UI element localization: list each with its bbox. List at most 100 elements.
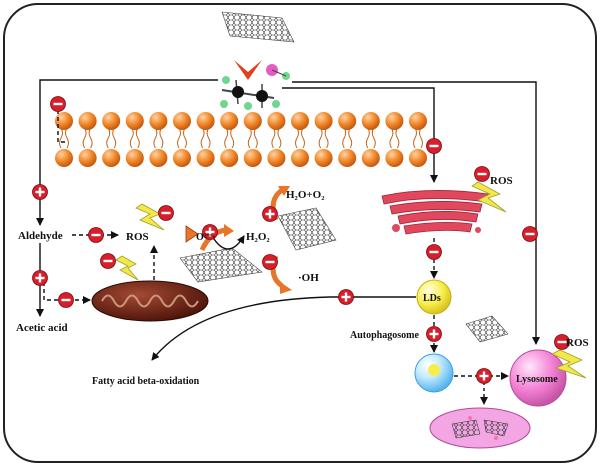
lipid-head: [55, 149, 73, 167]
lipid-tail: [365, 127, 370, 149]
lipid-tail: [159, 127, 164, 149]
lipid-tail: [324, 127, 329, 149]
promote-icon: [476, 368, 492, 384]
receptor-complex: [220, 60, 290, 110]
lipid-head: [267, 112, 286, 130]
lipid-tail: [371, 127, 376, 149]
lipid-head: [220, 112, 239, 130]
promote-icon: [32, 270, 48, 286]
label-superoxide: O²⁻·: [196, 232, 215, 243]
graphene-sheet-right: [277, 207, 337, 251]
lipid-tail: [395, 127, 400, 149]
lipid-head: [338, 112, 357, 130]
lipid-head: [291, 112, 309, 130]
lipid-tail: [277, 127, 282, 149]
lipid-head: [314, 149, 333, 167]
lipid-tail: [419, 127, 423, 149]
lipid-tail: [295, 127, 299, 149]
lightning-icon-lysosome: [551, 349, 587, 379]
label-ros-golgi: ROS: [490, 175, 513, 187]
lipid-head: [149, 112, 168, 130]
arrow-o2-h2o2: [211, 235, 245, 250]
promote-icon: [32, 184, 48, 200]
lipid-head: [220, 149, 239, 167]
lipid-head: [102, 149, 121, 167]
lipid-tail: [318, 127, 323, 149]
inhibit-icon: [50, 96, 66, 112]
lipid-head: [125, 112, 144, 130]
lipid-head: [173, 112, 191, 130]
promote-icon: [338, 289, 354, 305]
lipid-head: [385, 112, 404, 130]
lipid-head: [196, 112, 215, 130]
lightning-icon-mito: [115, 255, 139, 281]
inhibit-icon: [158, 205, 174, 221]
lipid-head: [291, 149, 309, 167]
lipid-tail: [65, 127, 69, 149]
arrow-to-lysosome: [292, 81, 540, 345]
regulation-markers: [32, 96, 570, 384]
lipid-head: [409, 149, 427, 167]
promote-icon: [202, 224, 218, 240]
lipid-tail: [112, 127, 117, 149]
lipid-head: [361, 112, 380, 130]
lipid-tail: [224, 127, 229, 149]
label-autophagosome: Autophagosome: [350, 330, 419, 341]
graphene-in-autolysosome: [451, 416, 509, 440]
promote-icon: [262, 206, 278, 222]
graphene-sheet-center: [179, 247, 263, 283]
lipid-tail: [183, 127, 187, 149]
lipid-head: [102, 112, 121, 130]
inhibit-icon: [58, 292, 74, 308]
lipid-tail: [413, 127, 417, 149]
label-fatty-acid: Fatty acid beta-oxidation: [92, 376, 200, 387]
lipid-tail: [135, 127, 140, 149]
lipid-tail: [106, 127, 111, 149]
lipid-head: [314, 112, 333, 130]
lipid-tail: [88, 127, 93, 149]
lipid-tail: [301, 127, 305, 149]
label-acetic-acid: Acetic acid: [16, 322, 68, 334]
lysosome: [509, 349, 567, 407]
inhibit-icon: [554, 334, 570, 350]
label-ros-center: ROS: [126, 231, 149, 243]
inhibit-icon: [474, 166, 490, 182]
autolysosome: [429, 407, 531, 449]
lipid-head: [243, 149, 262, 167]
lipid-tail: [177, 127, 181, 149]
lightning-icon-golgi: [471, 181, 507, 213]
lipid-tail: [348, 127, 353, 149]
inhibit-icon: [88, 227, 104, 243]
inhibit-icon: [426, 244, 442, 260]
lipid-tail: [389, 127, 394, 149]
arrow-to-aldehyde: [36, 79, 218, 226]
lipid-head: [385, 149, 404, 167]
label-h2o-o2: H₂O+O₂: [286, 189, 325, 201]
lipid-tail: [247, 127, 252, 149]
lipid-tail: [82, 127, 87, 149]
inhibit-icon: [426, 138, 442, 154]
lightning-bolts: [115, 181, 587, 379]
inhibit-icon: [522, 226, 538, 242]
autophagosome-cargo: [428, 364, 440, 376]
lipid-head: [409, 112, 427, 130]
label-ros-lysosome: ROS: [566, 337, 589, 349]
lipid-tail: [342, 127, 347, 149]
label-aldehyde: Aldehyde: [18, 230, 63, 242]
lipid-head: [173, 149, 191, 167]
lipid-tail: [253, 127, 258, 149]
label-lds: LDs: [423, 293, 441, 304]
lipid-head: [78, 112, 97, 130]
golgi-apparatus: [381, 190, 489, 235]
lipid-head: [125, 149, 144, 167]
lipid-head: [338, 149, 357, 167]
lipid-tail: [230, 127, 235, 149]
lipid-head: [267, 149, 286, 167]
lipid-tail: [200, 127, 205, 149]
inhibit-icon: [262, 254, 278, 270]
lipid-tail: [153, 127, 158, 149]
lipid-droplet: [416, 279, 452, 315]
graphene-sheet-top: [221, 11, 295, 43]
